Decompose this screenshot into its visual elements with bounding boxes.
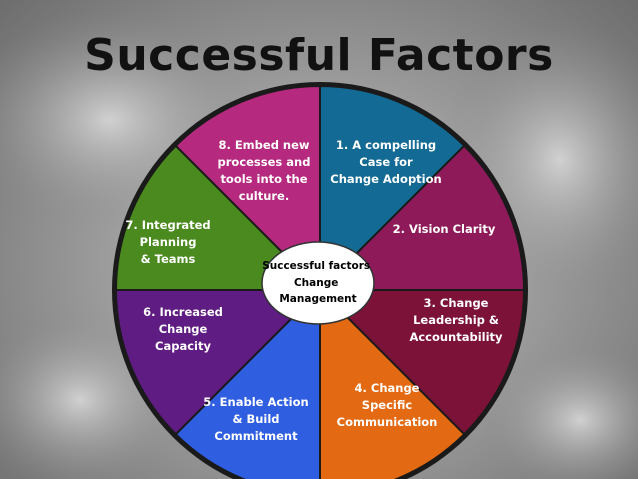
wheel-segment-6 — [114, 289, 323, 436]
segment-5-line-3: Commitment — [214, 429, 298, 443]
segment-6-line-1: 6. Increased — [143, 305, 223, 319]
center-label-line-2: Change — [294, 277, 338, 289]
center-label: Successful factors Change Management — [262, 260, 374, 305]
segment-4-line-1: 4. Change — [355, 381, 420, 395]
center-circle — [261, 241, 375, 325]
wheel-segment-2 — [317, 144, 526, 291]
segment-3-line-1: 3. Change — [424, 296, 489, 310]
segment-7-line-3: & Teams — [141, 252, 196, 266]
center-label-line-1: Successful factors — [262, 260, 370, 272]
slide-title: Successful Factors — [84, 30, 554, 81]
segment-1-line-3: Change Adoption — [330, 172, 441, 186]
segment-6-line-3: Capacity — [155, 339, 211, 353]
segment-4-line-2: Specific — [362, 398, 413, 412]
wheel-segment-3 — [317, 289, 526, 436]
segment-label-8: 8. Embed new processes and tools into the c… — [218, 138, 311, 203]
segment-8-line-2: processes and — [218, 155, 311, 169]
segment-6-line-2: Change — [159, 322, 208, 336]
segment-1-line-1: 1. A compelling — [336, 138, 436, 152]
segment-8-line-3: tools into the — [220, 172, 307, 186]
segment-4-line-3: Communication — [337, 415, 438, 429]
wheel-segment-7 — [114, 144, 323, 291]
segment-8-line-1: 8. Embed new — [218, 138, 309, 152]
segment-5-line-1: 5. Enable Action — [203, 395, 308, 409]
segment-7-line-1: 7. Integrated — [125, 218, 210, 232]
segment-3-line-2: Leadership & — [413, 313, 499, 327]
segment-label-2: 2. Vision Clarity — [393, 222, 496, 236]
segment-8-line-4: culture. — [239, 189, 289, 203]
segment-2-line-1: 2. Vision Clarity — [393, 222, 496, 236]
wheel-segment-8 — [174, 84, 321, 293]
segment-5-line-2: & Build — [232, 412, 279, 426]
wheel-segment-4 — [319, 287, 466, 479]
wheel-segment-5 — [174, 287, 321, 479]
segment-7-line-2: Planning — [140, 235, 197, 249]
segment-1-line-2: Case for — [359, 155, 413, 169]
wheel-segment-1 — [319, 84, 466, 293]
segment-3-line-3: Accountability — [409, 330, 503, 344]
center-label-line-3: Management — [279, 293, 356, 305]
